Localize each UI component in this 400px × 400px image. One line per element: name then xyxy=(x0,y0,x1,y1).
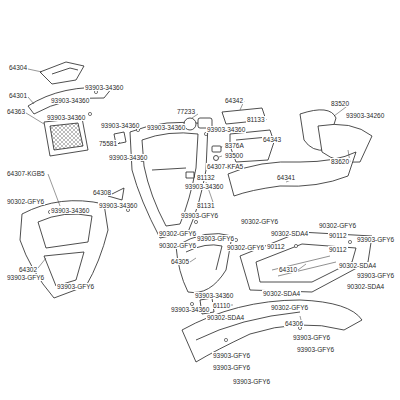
callout-number: 64306 xyxy=(284,320,304,327)
callout-number: 81131 xyxy=(196,202,216,209)
callout-number: 93903-34360 xyxy=(206,126,246,133)
callout-number: 93903-GFY6 xyxy=(6,274,45,281)
callout-number: 93903-GFY6 xyxy=(292,334,331,341)
callout-number: 93903-34360 xyxy=(100,122,140,129)
handle-cover xyxy=(28,87,112,114)
callout-number: 81132 xyxy=(196,174,216,181)
callout-number: 93903-GFY6 xyxy=(232,378,271,385)
callout-number: 64307-KGB5 xyxy=(6,170,46,177)
callout-number: 93903-GFY6 xyxy=(212,364,251,371)
callout-number: 90112 xyxy=(266,243,286,250)
callout-number: 64307-KFA5 xyxy=(206,163,244,170)
callout-number: 93903-GFY6 xyxy=(356,272,395,279)
callout-number: 90302-GFY6 xyxy=(240,218,279,225)
callout-number: 93903-34260 xyxy=(345,112,385,119)
front-cover xyxy=(20,201,108,298)
callout-number: 83520 xyxy=(330,100,350,107)
callout-number: 93903-34360 xyxy=(194,292,234,299)
callout-number: 8376A xyxy=(224,142,245,149)
callout-number: 90302-GFY6 xyxy=(6,198,45,205)
callout-number: 77233 xyxy=(176,108,196,115)
callout-number: 90302-GFY6 xyxy=(158,242,197,249)
callout-number: 93903-34360 xyxy=(98,202,138,209)
callout-number: 93500 xyxy=(224,152,244,159)
callout-number: 93903-34360 xyxy=(84,84,124,91)
callout-number: 93903-GFY6 xyxy=(196,235,235,242)
callout-number: 90302-SDA4 xyxy=(262,290,301,297)
callout-number: 64363 xyxy=(6,108,26,115)
top-cover xyxy=(40,62,84,84)
callout-number: 90302-GFY6 xyxy=(158,230,197,237)
callout-number: 90302-SDA4 xyxy=(206,314,245,321)
callout-number: 64343 xyxy=(262,136,282,143)
callout-number: 64341 xyxy=(276,174,296,181)
callout-number: 64342 xyxy=(224,97,244,104)
callout-number: 90302-SDA4 xyxy=(346,283,385,290)
callout-number: 90112 xyxy=(328,232,348,239)
callout-number: 64310 xyxy=(278,266,298,273)
callout-number: 75581 xyxy=(98,140,118,147)
callout-number: 93903-GFY6 xyxy=(56,283,95,290)
callout-number: 90302-SDA4 xyxy=(338,262,377,269)
callout-number: 93903-34360 xyxy=(184,183,224,190)
callout-number: 93903-34360 xyxy=(50,207,90,214)
callout-number: 93903-34360 xyxy=(46,114,86,121)
callout-number: 93903-34360 xyxy=(146,124,186,131)
callout-number: 64305 xyxy=(170,258,190,265)
callout-number: 90302-GFY6 xyxy=(318,222,357,229)
callout-number: 93903-GFY6 xyxy=(212,352,251,359)
callout-number: 90302-SDA4 xyxy=(270,230,309,237)
callout-number: 93903-GFY6 xyxy=(296,346,335,353)
callout-number: 90302-GFY6 xyxy=(270,304,309,311)
callout-number: 64308 xyxy=(92,189,112,196)
callout-number: 83620 xyxy=(330,158,350,165)
callout-number: 64304 xyxy=(8,64,28,71)
callout-number: 93903-GFY6 xyxy=(180,212,219,219)
callout-number: 93903-34360 xyxy=(170,306,210,313)
storage-lid xyxy=(222,108,266,124)
callout-number: 93903-34360 xyxy=(50,97,90,104)
callout-number: 81133 xyxy=(246,116,266,123)
grille-panel xyxy=(44,118,88,156)
callout-number: 61110 xyxy=(212,302,231,309)
side-cover-long xyxy=(228,152,356,196)
callout-number: 93903-34360 xyxy=(108,154,148,161)
callout-number: 64302 xyxy=(18,266,38,273)
callout-number: 90302-GFY6 xyxy=(226,244,265,251)
leader-lines xyxy=(26,69,350,324)
callout-number: 93903-GFY6 xyxy=(356,236,395,243)
callout-number: 90112 xyxy=(328,246,348,253)
callout-number: 64301 xyxy=(8,92,28,99)
